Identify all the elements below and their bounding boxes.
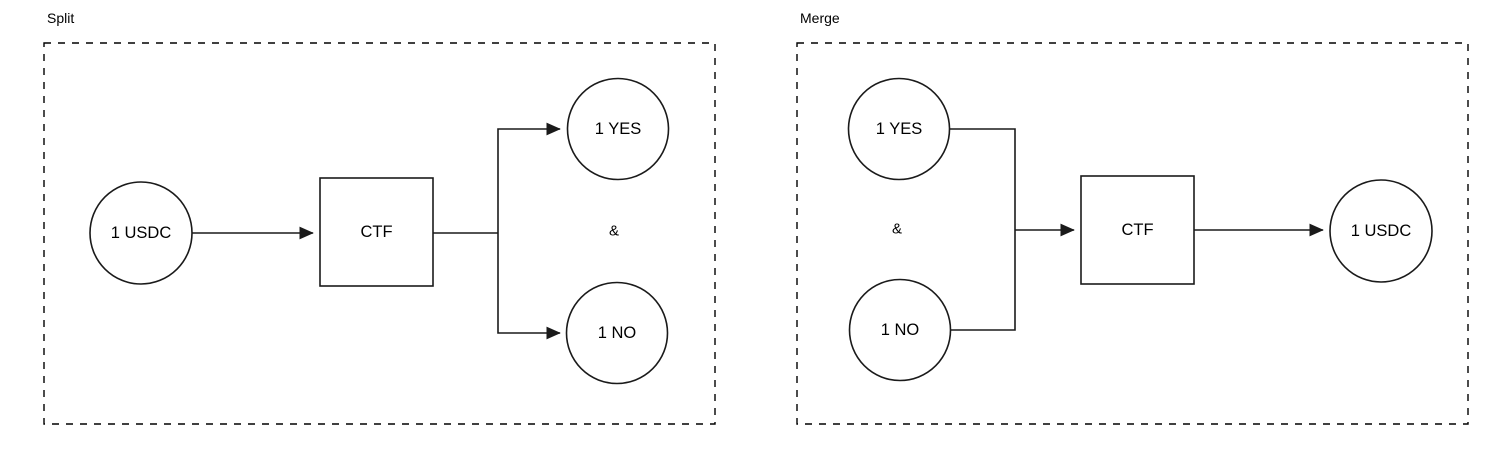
merge-panel-title: Merge [800, 10, 840, 26]
merge-input-no-node[interactable]: 1 NO [848, 278, 952, 382]
split-panel-title: Split [47, 10, 74, 26]
split-ctf-node[interactable]: CTF [319, 177, 434, 287]
merge-ctf-label: CTF [1121, 221, 1153, 239]
split-output-no-label: 1 NO [598, 324, 637, 342]
merge-edge-from-no [950, 230, 1016, 331]
split-edge-to-no [497, 233, 561, 340]
split-edge-to-yes [497, 122, 561, 233]
merge-ctf-box[interactable] [1080, 175, 1195, 285]
merge-conjunction-label: & [892, 221, 902, 238]
split-ctf-box[interactable] [319, 177, 434, 287]
split-output-no-circle[interactable] [565, 281, 669, 385]
merge-ctf-node[interactable]: CTF [1080, 175, 1195, 285]
split-conjunction-label: & [609, 223, 619, 240]
merge-output-node[interactable]: 1 USDC [1329, 179, 1433, 283]
split-input-node[interactable]: 1 USDC [89, 181, 193, 285]
split-panel: Split 1 USDC CTF 1 YES [43, 10, 716, 425]
split-output-no-node[interactable]: 1 NO [565, 281, 669, 385]
merge-panel: Merge 1 YES & 1 NO CTF [796, 10, 1469, 425]
split-ctf-label: CTF [360, 223, 392, 241]
merge-input-yes-node[interactable]: 1 YES [847, 77, 951, 181]
merge-panel-frame [796, 42, 1469, 425]
merge-edge-from-yes [949, 128, 1016, 230]
split-input-label: 1 USDC [111, 224, 172, 242]
merge-output-circle[interactable] [1329, 179, 1433, 283]
merge-input-no-label: 1 NO [881, 321, 920, 339]
split-output-yes-node[interactable]: 1 YES [566, 77, 670, 181]
merge-output-label: 1 USDC [1351, 222, 1412, 240]
split-output-yes-label: 1 YES [595, 120, 641, 138]
split-panel-frame [43, 42, 716, 425]
merge-input-yes-label: 1 YES [876, 120, 922, 138]
split-output-yes-circle[interactable] [566, 77, 670, 181]
